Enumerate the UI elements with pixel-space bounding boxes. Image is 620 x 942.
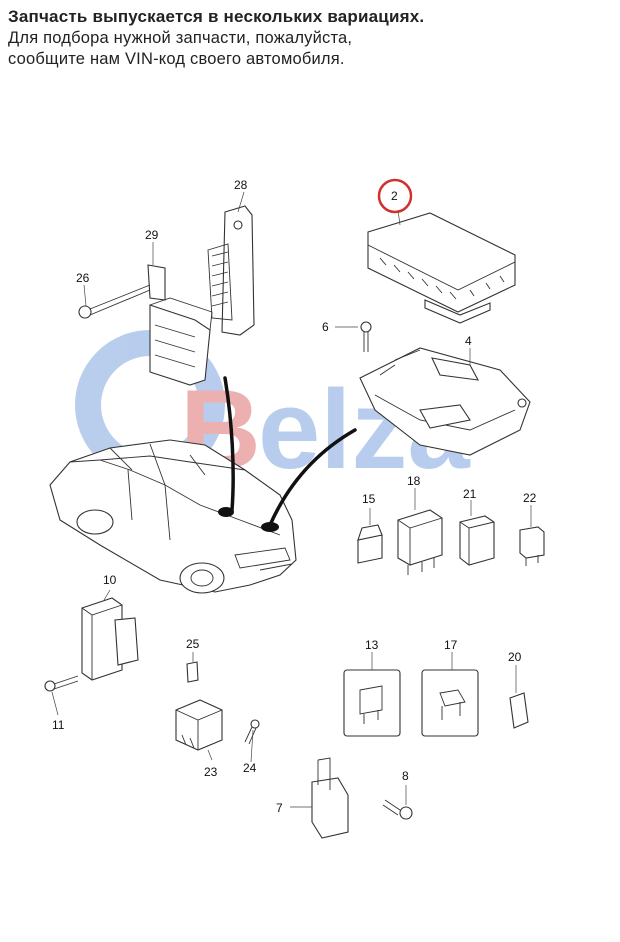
callout-29: 29 <box>145 228 159 242</box>
part-28-bracket <box>207 191 255 336</box>
part-17-fuse-panel <box>421 652 479 737</box>
leader-arrow-1 <box>223 376 235 512</box>
callout-15: 15 <box>362 492 376 506</box>
callout-2: 2 <box>391 189 398 203</box>
arrow-tip-1 <box>218 507 234 517</box>
callout-20: 20 <box>508 650 522 664</box>
part-7-bracket <box>290 757 349 839</box>
callout-8: 8 <box>402 769 409 783</box>
callout-18: 18 <box>407 474 421 488</box>
leader-arrow-2 <box>268 428 357 527</box>
part-10-module <box>81 589 139 681</box>
part-20-clip <box>509 665 529 729</box>
callout-21: 21 <box>463 487 477 501</box>
part-18-relay <box>397 488 443 575</box>
part-26-bolt <box>78 284 151 319</box>
part-21-relay <box>459 500 495 566</box>
part-23-relay <box>175 699 223 761</box>
callout-6: 6 <box>322 320 329 334</box>
callout-10: 10 <box>103 573 117 587</box>
part-25-clip <box>186 652 199 683</box>
header-subtitle-line1: Для подбора нужной запчасти, пожалуйста, <box>8 29 353 47</box>
part-11-bolt <box>44 675 79 716</box>
callout-22: 22 <box>523 491 537 505</box>
part-6-screw <box>335 321 372 352</box>
header-title: Запчасть выпускается в нескольких вариац… <box>8 7 425 26</box>
callout-25: 25 <box>186 637 200 651</box>
callout-17: 17 <box>444 638 458 652</box>
callout-28: 28 <box>234 178 248 192</box>
callout-11: 11 <box>52 718 65 732</box>
part-4-fuse-box-base <box>359 347 531 456</box>
callout-23: 23 <box>204 765 218 779</box>
highlight-circle <box>377 178 413 214</box>
part-15-fuse <box>357 508 383 564</box>
part-2-fuse-box-cover <box>367 209 516 324</box>
part-24-bolt <box>244 719 260 763</box>
callout-7: 7 <box>276 801 283 815</box>
header: Запчасть выпускается в нескольких вариац… <box>8 6 612 70</box>
callout-26: 26 <box>76 271 90 285</box>
callout-24: 24 <box>243 761 257 775</box>
header-subtitle-line2: сообщите нам VIN-код своего автомобиля. <box>8 50 345 68</box>
part-8-bolt <box>382 785 413 820</box>
arrow-tip-2 <box>261 522 279 532</box>
part-22-relay <box>519 505 545 566</box>
part-29 <box>147 242 213 386</box>
callout-4: 4 <box>465 334 472 348</box>
part-13-fuse-panel <box>343 652 401 737</box>
callout-13: 13 <box>365 638 379 652</box>
